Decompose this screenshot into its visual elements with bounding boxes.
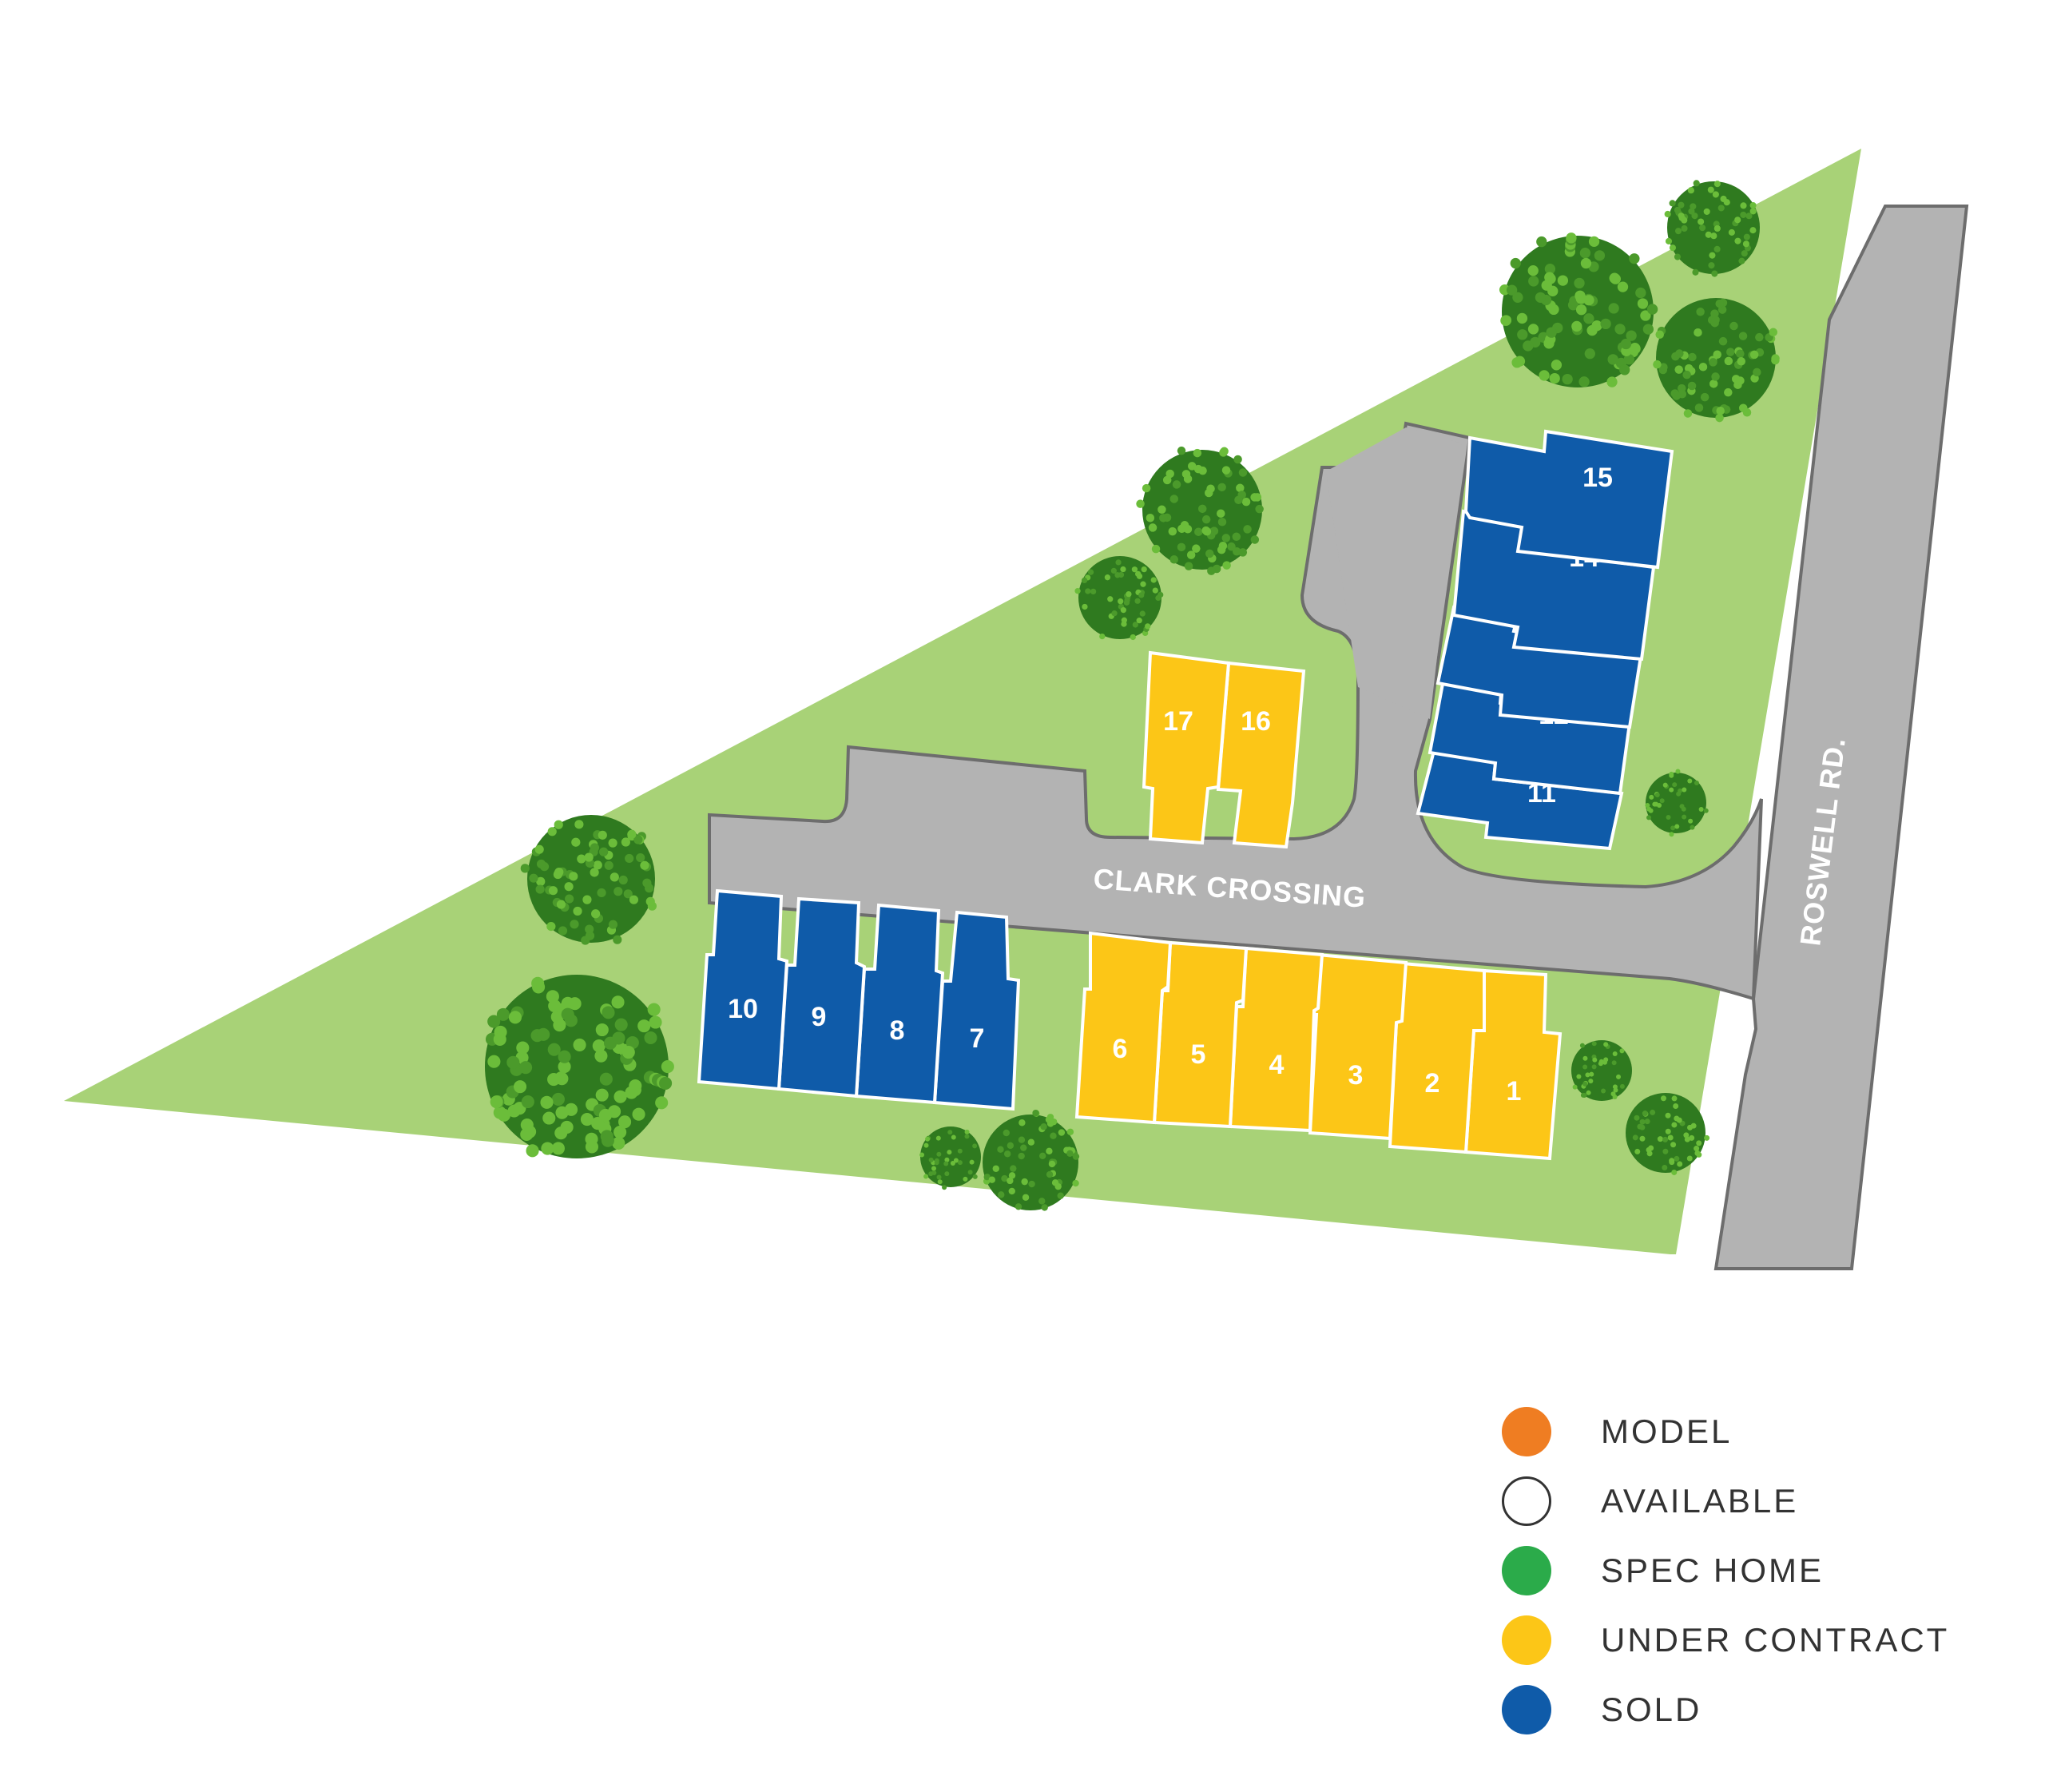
lot-15-shape[interactable]: [1463, 429, 1674, 570]
lot-3-number: 3: [1348, 1060, 1364, 1091]
lot-5-shape[interactable]: [1152, 940, 1249, 1129]
tree-icon: [1499, 232, 1658, 387]
tree-icon: [1645, 769, 1709, 837]
lot-7-shape[interactable]: [932, 910, 1021, 1111]
lot-9-shape[interactable]: [776, 896, 867, 1099]
lot-10[interactable]: 10: [697, 888, 789, 1091]
lot-16[interactable]: 16: [1216, 661, 1306, 849]
lot-15[interactable]: 15: [1463, 429, 1674, 570]
lot-2[interactable]: 2: [1388, 960, 1486, 1154]
lot-10-shape[interactable]: [697, 888, 789, 1091]
under-contract-dot-icon: [1502, 1615, 1551, 1665]
tree-icon: [1664, 180, 1760, 277]
tree-icon: [520, 815, 657, 945]
lot-group-west: 7 8 9 10: [697, 888, 1021, 1111]
legend: MODEL AVAILABLE SPEC HOME UNDER CONTRACT…: [1502, 1397, 1949, 1744]
lot-3[interactable]: 3: [1308, 952, 1408, 1141]
lot-6-shape[interactable]: [1074, 931, 1173, 1125]
lot-4-number: 4: [1269, 1050, 1285, 1080]
lot-8[interactable]: 8: [854, 903, 945, 1105]
lot-7-number: 7: [970, 1023, 985, 1054]
lot-group-south: 1 2 3 4 5 6: [1074, 931, 1563, 1161]
legend-label-model: MODEL: [1601, 1412, 1733, 1450]
tree-icon: [1136, 446, 1264, 575]
lot-15-number: 15: [1582, 463, 1613, 493]
lot-17-shape[interactable]: [1142, 650, 1231, 845]
trees: [485, 180, 1780, 1211]
lot-8-number: 8: [890, 1015, 905, 1046]
legend-label-under-contract: UNDER CONTRACT: [1601, 1620, 1950, 1659]
lot-2-number: 2: [1425, 1068, 1440, 1099]
tree-icon: [1626, 1093, 1710, 1175]
legend-item-under-contract: UNDER CONTRACT: [1502, 1605, 1949, 1675]
lot-3-shape[interactable]: [1308, 952, 1408, 1141]
lot-17-number: 17: [1163, 706, 1193, 737]
tree-icon: [1653, 298, 1780, 423]
lot-4-shape[interactable]: [1228, 946, 1324, 1133]
legend-item-sold: SOLD: [1502, 1675, 1949, 1744]
lot-9-number: 9: [812, 1002, 827, 1032]
lot-17[interactable]: 17: [1142, 650, 1231, 845]
tree-icon: [1074, 556, 1164, 641]
lot-6[interactable]: 6: [1074, 931, 1173, 1125]
tree-icon: [983, 1109, 1080, 1211]
sold-dot-icon: [1502, 1684, 1551, 1734]
roswell-road: [1713, 205, 1969, 1270]
cul-de-sac: [1326, 427, 1462, 719]
available-dot-icon: [1502, 1476, 1551, 1526]
lot-10-number: 10: [728, 994, 758, 1024]
tree-icon: [919, 1126, 981, 1190]
lot-5[interactable]: 5: [1152, 940, 1249, 1129]
lot-group-east: 1112131415: [1416, 429, 1674, 851]
lot-6-number: 6: [1113, 1034, 1128, 1064]
lot-4[interactable]: 4: [1228, 946, 1324, 1133]
lot-5-number: 5: [1191, 1039, 1206, 1070]
lot-16-number: 16: [1241, 706, 1271, 737]
legend-item-model: MODEL: [1502, 1397, 1949, 1466]
tree-icon: [485, 975, 674, 1158]
lot-7[interactable]: 7: [932, 910, 1021, 1111]
lot-9[interactable]: 9: [776, 896, 867, 1099]
legend-item-spec-home: SPEC HOME: [1502, 1536, 1949, 1605]
legend-label-available: AVAILABLE: [1601, 1481, 1799, 1520]
legend-item-available: AVAILABLE: [1502, 1466, 1949, 1536]
lot-1-number: 1: [1507, 1076, 1522, 1107]
model-dot-icon: [1502, 1406, 1551, 1456]
lot-8-shape[interactable]: [854, 903, 945, 1105]
tree-icon: [1571, 1040, 1632, 1101]
legend-label-sold: SOLD: [1601, 1690, 1702, 1728]
legend-label-spec-home: SPEC HOME: [1601, 1551, 1825, 1589]
lot-16-shape[interactable]: [1216, 661, 1306, 849]
spec-home-dot-icon: [1502, 1545, 1551, 1595]
